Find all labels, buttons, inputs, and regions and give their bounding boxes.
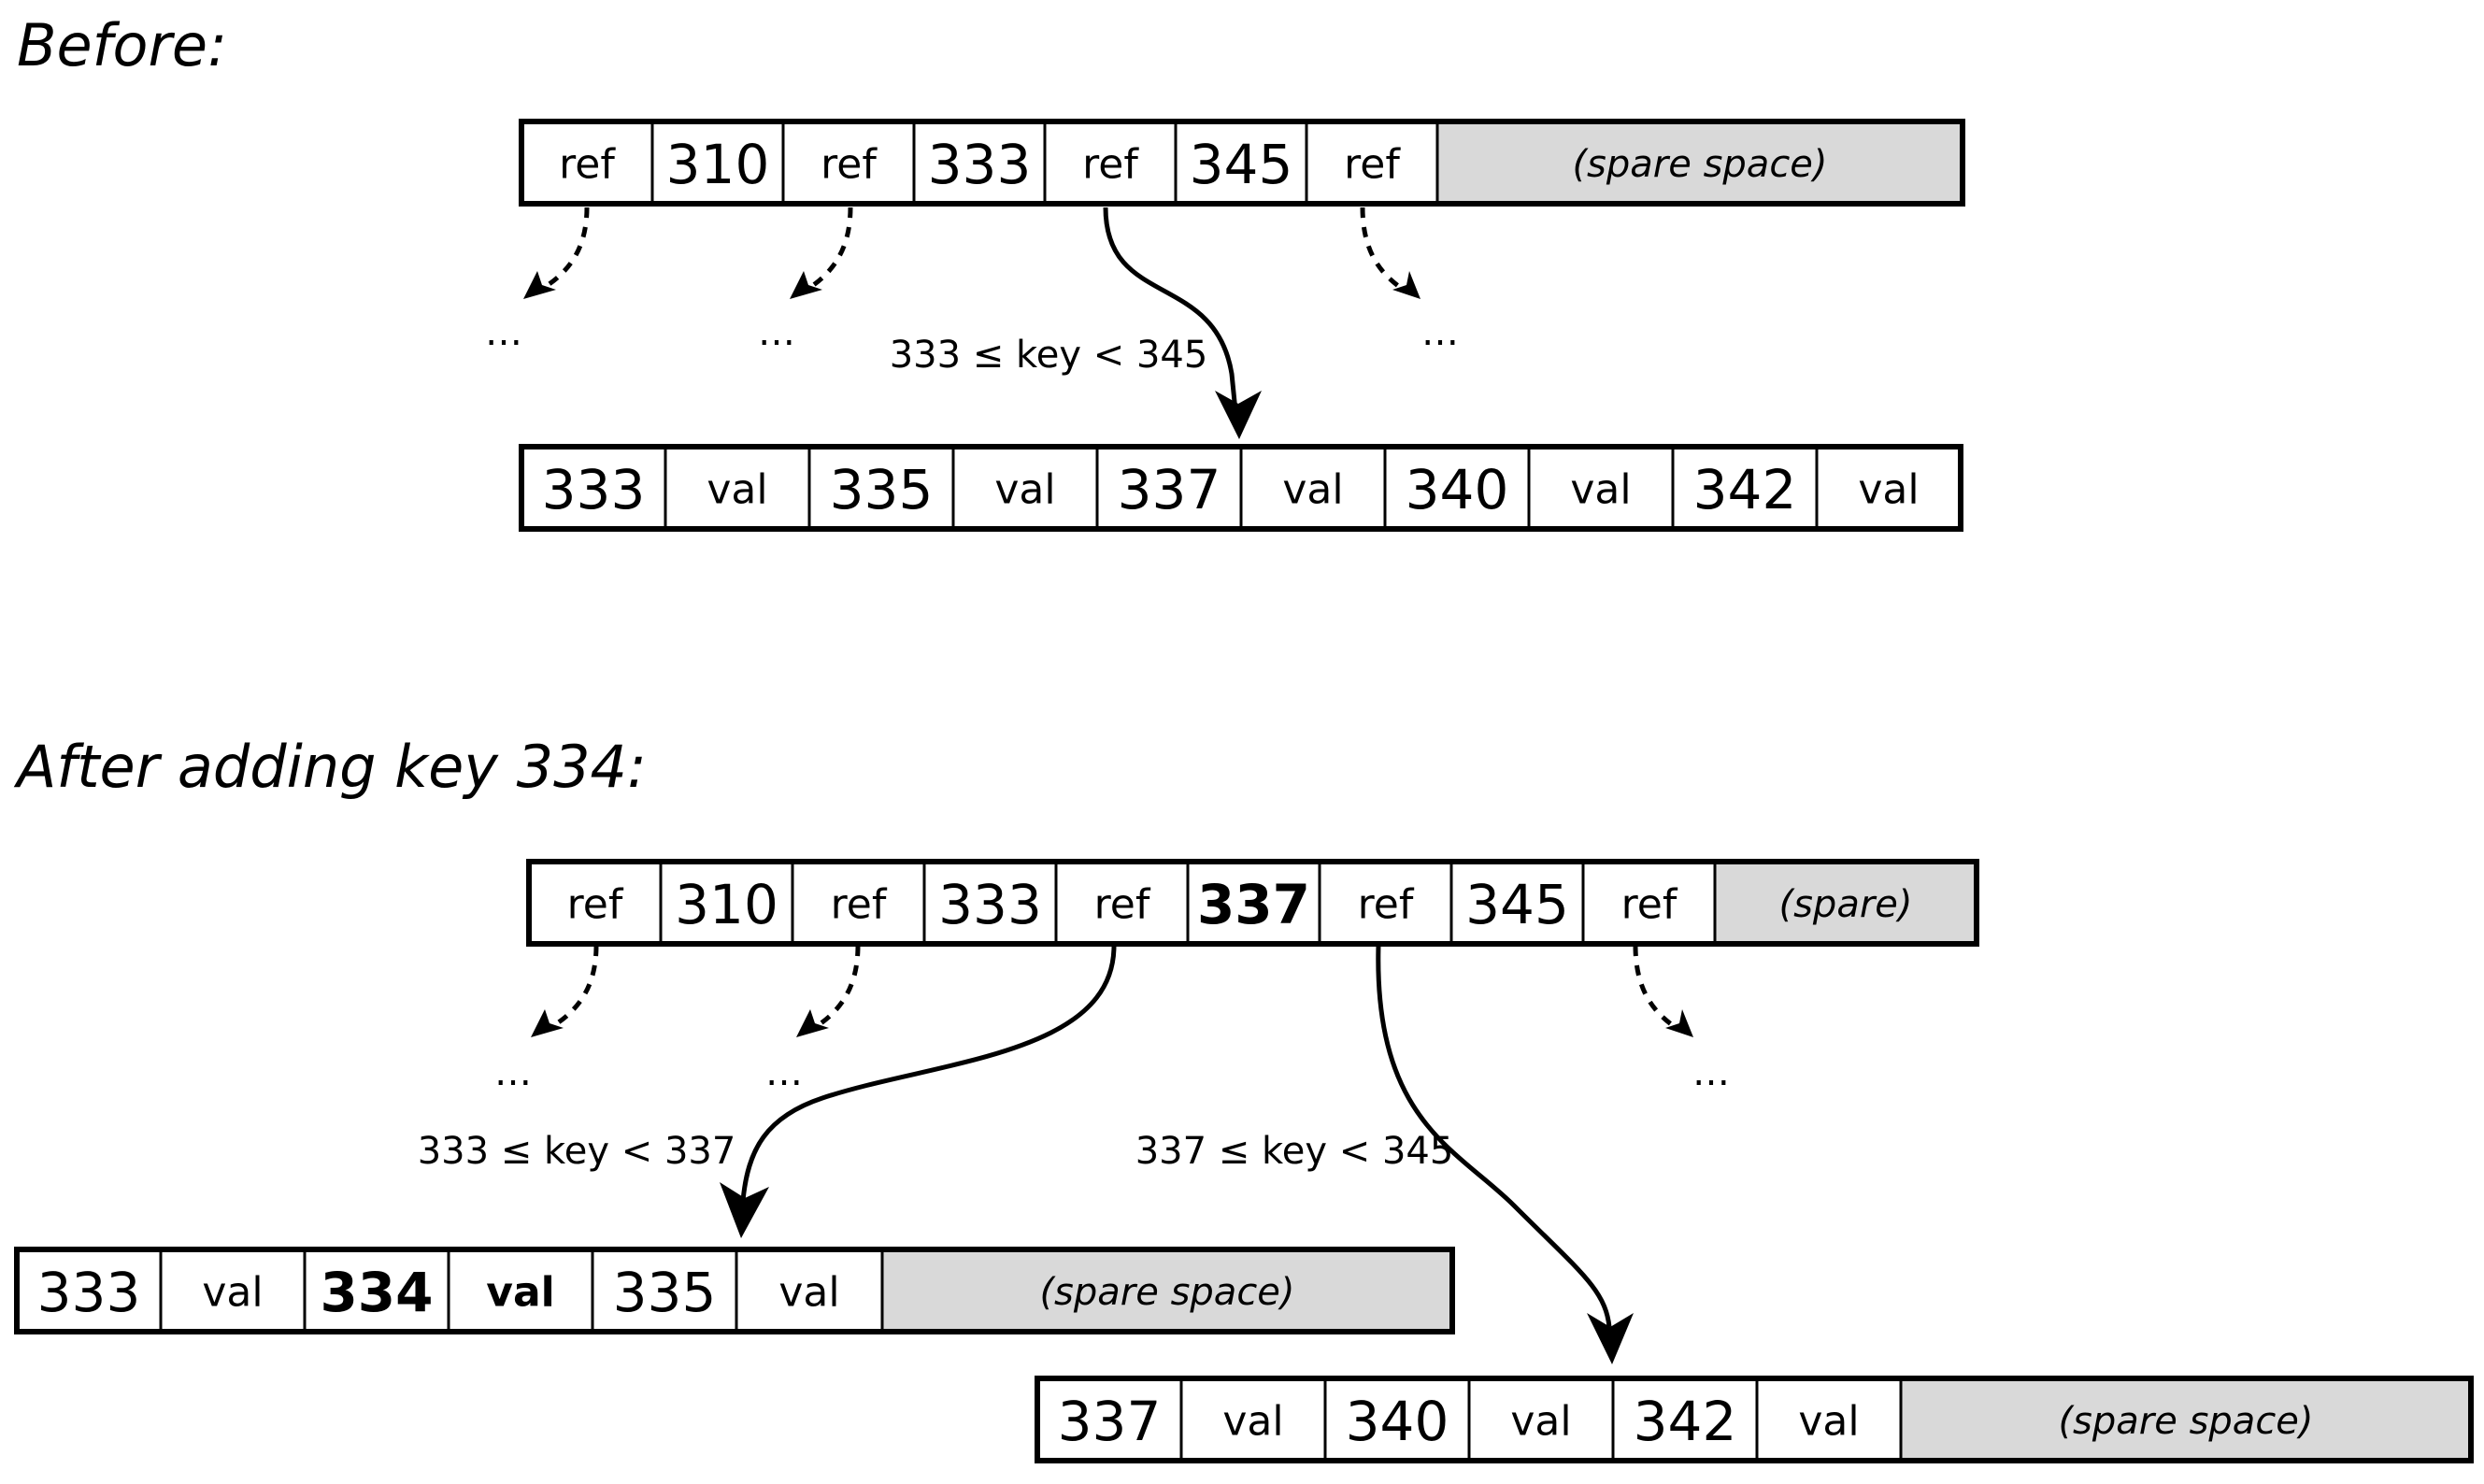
val-label: val <box>486 1269 554 1317</box>
after-dotted-arrowheads <box>531 1009 1693 1037</box>
before-parent-node: ref 310 ref 333 ref 345 ref (spare space) <box>519 119 1965 207</box>
key-label: 340 <box>1406 458 1509 521</box>
node-cell <box>1174 120 1308 206</box>
arrowhead <box>790 271 822 299</box>
after-left-leaf-node: 333 val 334 val 335 val (spare space) <box>14 1247 1455 1334</box>
spare-space-cell <box>880 1248 1454 1334</box>
key-label: 333 <box>542 458 646 521</box>
node-border <box>526 859 1979 947</box>
arrowhead <box>531 1009 564 1037</box>
before-solid-pointer <box>1103 207 1238 412</box>
after-title: After adding key 334: <box>13 733 647 801</box>
dotted-pointer <box>545 945 599 1033</box>
dotted-pointer <box>802 207 853 294</box>
after-right-solid-pointer <box>1376 945 1612 1328</box>
key-label: 337 <box>1197 873 1310 936</box>
key-label: 345 <box>1190 133 1293 196</box>
ref-label: ref <box>567 881 624 929</box>
before-dotted-pointers <box>535 207 1408 294</box>
ref-label: ref <box>1621 881 1678 929</box>
arrowhead <box>523 271 556 299</box>
dotted-pointer <box>809 945 861 1033</box>
ellipsis: … <box>1421 311 1461 354</box>
ref-label: ref <box>559 141 616 189</box>
after-right-range-label: 337 ≤ key < 345 <box>1135 1130 1454 1173</box>
val-label: val <box>1510 1398 1571 1446</box>
node-cell <box>807 445 955 531</box>
node-cell <box>1186 860 1321 946</box>
key-label: 310 <box>675 873 778 936</box>
dotted-pointer <box>1633 945 1681 1033</box>
spare-space-label: (spare space) <box>1039 1271 1294 1314</box>
val-label: val <box>1858 466 1919 514</box>
key-label: 345 <box>1465 873 1569 936</box>
arrowhead <box>1665 1009 1693 1037</box>
ellipsis: … <box>1692 1051 1732 1094</box>
key-label: 310 <box>666 133 770 196</box>
after-left-solid-pointer <box>740 945 1117 1202</box>
val-label: val <box>1282 466 1343 514</box>
ellipsis: … <box>485 311 524 354</box>
key-label: 335 <box>613 1261 717 1324</box>
node-cell <box>1383 445 1531 531</box>
ref-label: ref <box>1082 141 1139 189</box>
ellipsis: … <box>758 311 797 354</box>
node-border <box>14 1247 1455 1334</box>
key-label: 333 <box>928 133 1032 196</box>
val-label: val <box>1798 1398 1859 1446</box>
dotted-pointer <box>1360 207 1408 294</box>
node-cell <box>650 120 785 206</box>
after-parent-node: ref 310 ref 333 ref 337 ref 345 ref (spare) <box>526 859 1979 947</box>
ref-label: ref <box>1344 141 1401 189</box>
key-label: 337 <box>1058 1390 1162 1453</box>
key-label: 337 <box>1118 458 1221 521</box>
spare-space-cell <box>1435 120 1964 206</box>
ref-label: ref <box>1358 881 1415 929</box>
node-cell <box>951 445 1099 531</box>
key-label: 333 <box>938 873 1042 936</box>
before-leaf-node: 333 val 335 val 337 val 340 val 342 val <box>519 444 1963 532</box>
ref-label: ref <box>1094 881 1151 929</box>
spare-space-label: (spare space) <box>1572 143 1827 186</box>
ref-label: ref <box>821 141 878 189</box>
arrowhead <box>1392 271 1420 299</box>
dotted-pointer <box>535 207 590 294</box>
val-label: val <box>202 1269 263 1317</box>
after-right-leaf-node: 337 val 340 val 342 val (spare space) <box>1035 1376 2474 1463</box>
key-label: 335 <box>830 458 934 521</box>
key-label: 342 <box>1693 458 1797 521</box>
key-label: 334 <box>320 1261 433 1324</box>
spare-space-label: (spare) <box>1778 883 1912 926</box>
node-cell <box>520 445 667 531</box>
ellipsis: … <box>494 1051 534 1094</box>
val-label: val <box>707 466 767 514</box>
arrowhead <box>796 1009 829 1037</box>
key-label: 340 <box>1346 1390 1449 1453</box>
ellipsis: … <box>765 1051 805 1094</box>
before-title: Before: <box>17 11 227 79</box>
arrowhead <box>1587 1313 1634 1364</box>
after-left-range-label: 333 ≤ key < 337 <box>418 1130 736 1173</box>
val-label: val <box>1570 466 1631 514</box>
spare-space-label: (spare space) <box>2058 1400 2313 1443</box>
arrowhead <box>720 1182 769 1238</box>
val-label: val <box>1222 1398 1283 1446</box>
node-border <box>519 119 1965 207</box>
ref-label: ref <box>831 881 888 929</box>
val-label: val <box>778 1269 839 1317</box>
before-dotted-arrowheads <box>523 271 1420 299</box>
arrowhead <box>1215 391 1262 439</box>
before-range-label: 333 ≤ key < 345 <box>890 334 1208 377</box>
key-label: 342 <box>1634 1390 1737 1453</box>
val-label: val <box>994 466 1055 514</box>
node-border <box>1035 1376 2474 1463</box>
node-border <box>519 444 1963 532</box>
key-label: 333 <box>37 1261 141 1324</box>
